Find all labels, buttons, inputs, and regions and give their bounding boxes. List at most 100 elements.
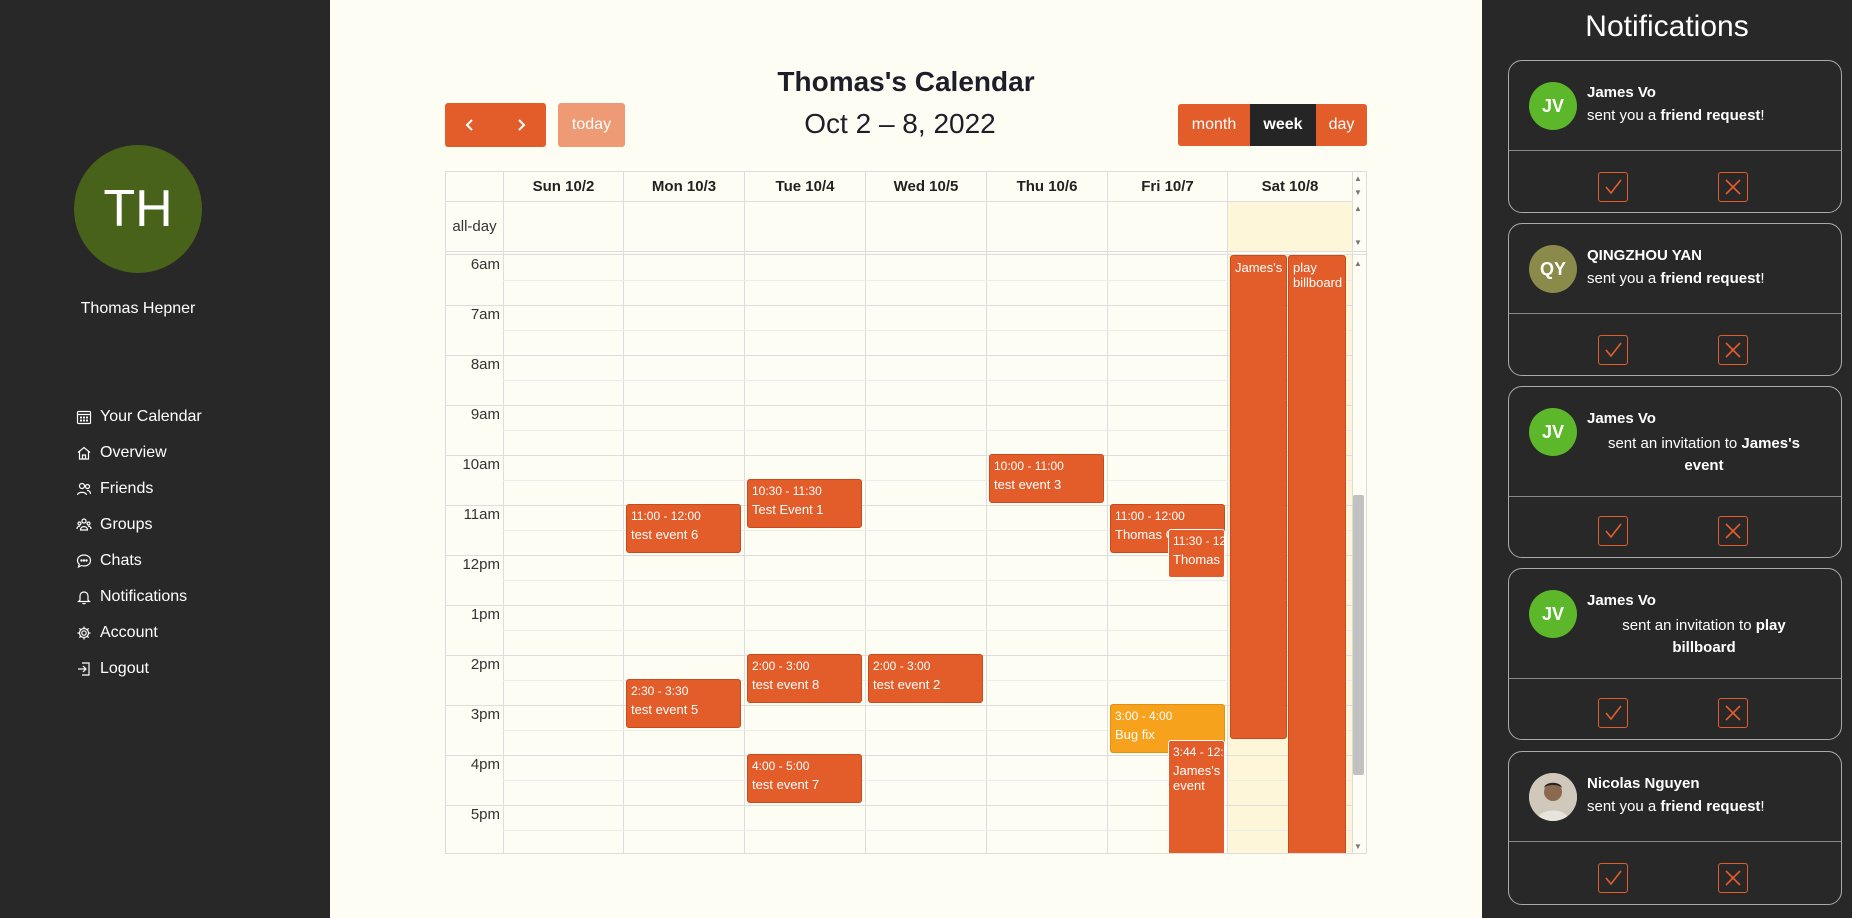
calendar-event[interactable]: 11:30 - 12: Thomas xyxy=(1168,529,1225,578)
avatar-initials: TH xyxy=(103,180,173,238)
month-view-button[interactable]: month xyxy=(1178,104,1250,146)
scroll-up-arrow[interactable]: ▲ xyxy=(1354,204,1362,213)
event-time: 2:00 - 3:00 xyxy=(752,659,810,673)
sidebar-item-label: Logout xyxy=(100,660,149,677)
day-header-sun[interactable]: Sun 10/2 xyxy=(532,178,595,195)
prev-next-group xyxy=(445,103,546,147)
notification-message: sent you a friend request! xyxy=(1587,798,1765,815)
day-header-thu[interactable]: Thu 10/6 xyxy=(1016,178,1078,195)
calendar-event[interactable]: 3:44 - 12:0 James's event xyxy=(1168,740,1225,853)
scroll-down-arrow[interactable]: ▼ xyxy=(1354,238,1362,247)
allday-label: all-day xyxy=(452,217,497,235)
event-time: 4:00 - 5:00 xyxy=(752,759,810,773)
day-header-mon[interactable]: Mon 10/3 xyxy=(651,178,717,195)
notification-card: Nicolas Nguyen sent you a friend request… xyxy=(1508,751,1842,905)
calendar-event[interactable]: 4:00 - 5:00 test event 7 xyxy=(747,754,862,803)
avatar: QY xyxy=(1529,245,1577,293)
time-label: 2pm xyxy=(470,656,500,673)
avatar[interactable]: TH xyxy=(74,145,202,273)
day-header-wed[interactable]: Wed 10/5 xyxy=(893,178,959,195)
sidebar-item-notifications[interactable]: Notifications xyxy=(76,584,187,610)
today-button[interactable]: today xyxy=(558,103,625,147)
event-title: James's event xyxy=(1173,763,1221,793)
time-label: 1pm xyxy=(470,606,500,623)
sidebar-item-label: Overview xyxy=(100,444,167,461)
time-label: 12pm xyxy=(462,556,500,573)
close-icon xyxy=(1725,523,1741,539)
time-label: 11am xyxy=(463,506,500,523)
calendar-event[interactable]: 3:00 - 4:00 Bug fix xyxy=(1110,704,1225,753)
sidebar-item-your-calendar[interactable]: Your Calendar xyxy=(76,404,202,430)
event-time: 2:00 - 3:00 xyxy=(873,659,931,673)
time-label: 6am xyxy=(470,256,500,273)
decline-button[interactable] xyxy=(1718,335,1748,365)
event-time: 10:00 - 11:00 xyxy=(994,459,1064,473)
close-icon xyxy=(1725,705,1741,721)
calendar-event[interactable]: 11:00 - 12:00 Thomas G xyxy=(1110,504,1225,553)
scrollbar[interactable] xyxy=(1352,255,1364,853)
week-calendar: Sun 10/2 Mon 10/3 Tue 10/4 Wed 10/5 Thu … xyxy=(445,171,1367,854)
calendar-event[interactable]: 2:30 - 3:30 test event 5 xyxy=(626,679,741,728)
calendar-event[interactable]: 11:00 - 12:00 test event 6 xyxy=(626,504,741,553)
time-label: 9am xyxy=(470,406,500,423)
prev-button[interactable] xyxy=(445,103,496,147)
view-switcher: month week day xyxy=(1178,104,1367,146)
check-icon xyxy=(1605,523,1622,539)
sidebar-item-chats[interactable]: Chats xyxy=(76,548,142,574)
accept-button[interactable] xyxy=(1598,172,1628,202)
event-title: Thomas G xyxy=(1115,527,1176,542)
event-time: 10:30 - 11:30 xyxy=(752,484,822,498)
calendar-event[interactable]: 10:00 - 11:00 test event 3 xyxy=(989,454,1104,503)
sidebar-item-label: Friends xyxy=(100,480,154,497)
event-time: 3:00 - 4:00 xyxy=(1115,709,1173,723)
sidebar-item-overview[interactable]: Overview xyxy=(76,440,167,466)
sidebar-item-logout[interactable]: Logout xyxy=(76,656,149,682)
avatar: JV xyxy=(1529,590,1577,638)
user-photo-icon xyxy=(1529,773,1577,821)
scroll-up-arrow[interactable]: ▲ xyxy=(1354,259,1362,268)
day-header-fri[interactable]: Fri 10/7 xyxy=(1141,178,1194,195)
accept-button[interactable] xyxy=(1598,863,1628,893)
time-label: 3pm xyxy=(470,706,500,723)
event-title: Test Event 1 xyxy=(752,502,824,517)
day-header-sat[interactable]: Sat 10/8 xyxy=(1261,178,1319,195)
scroll-down-arrow[interactable]: ▼ xyxy=(1354,188,1362,197)
calendar-event[interactable]: 2:00 - 3:00 test event 8 xyxy=(747,654,862,703)
day-view-button[interactable]: day xyxy=(1316,104,1367,146)
decline-button[interactable] xyxy=(1718,172,1748,202)
home-icon xyxy=(77,446,91,460)
scroll-up-arrow[interactable]: ▲ xyxy=(1354,174,1362,183)
calendar-event[interactable]: James's e xyxy=(1230,255,1287,739)
decline-button[interactable] xyxy=(1718,516,1748,546)
avatar-initials: QY xyxy=(1539,258,1566,279)
scroll-down-arrow[interactable]: ▼ xyxy=(1354,842,1362,851)
day-header-tue[interactable]: Tue 10/4 xyxy=(775,178,835,195)
sidebar-item-label: Your Calendar xyxy=(100,408,202,425)
event-time: 11:00 - 12:00 xyxy=(631,509,701,523)
sidebar-item-groups[interactable]: Groups xyxy=(76,512,152,538)
avatar: JV xyxy=(1529,82,1577,130)
accept-button[interactable] xyxy=(1598,516,1628,546)
calendar-event[interactable]: 10:30 - 11:30 Test Event 1 xyxy=(747,479,862,528)
accept-button[interactable] xyxy=(1598,698,1628,728)
avatar-initials: JV xyxy=(1541,95,1565,116)
calendar-event[interactable]: 2:00 - 3:00 test event 2 xyxy=(868,654,983,703)
sidebar-item-account[interactable]: Account xyxy=(76,620,158,646)
week-view-button[interactable]: week xyxy=(1250,104,1316,146)
sidebar-item-friends[interactable]: Friends xyxy=(76,476,153,502)
calendar-event[interactable]: play billboard xyxy=(1288,255,1346,853)
scrollbar-thumb[interactable] xyxy=(1353,495,1364,775)
notifications-title: Notifications xyxy=(1585,10,1749,43)
notification-sender: James Vo xyxy=(1587,410,1656,427)
notification-message: sent an invitation to play billboard xyxy=(1622,617,1786,656)
next-button[interactable] xyxy=(496,103,547,147)
time-label: 7am xyxy=(470,306,500,323)
bell-icon xyxy=(77,591,91,605)
close-icon xyxy=(1725,342,1741,358)
event-title: test event 6 xyxy=(631,527,699,542)
accept-button[interactable] xyxy=(1598,335,1628,365)
decline-button[interactable] xyxy=(1718,698,1748,728)
decline-button[interactable] xyxy=(1718,863,1748,893)
time-label: 8am xyxy=(470,356,500,373)
time-label: 10am xyxy=(462,456,500,473)
